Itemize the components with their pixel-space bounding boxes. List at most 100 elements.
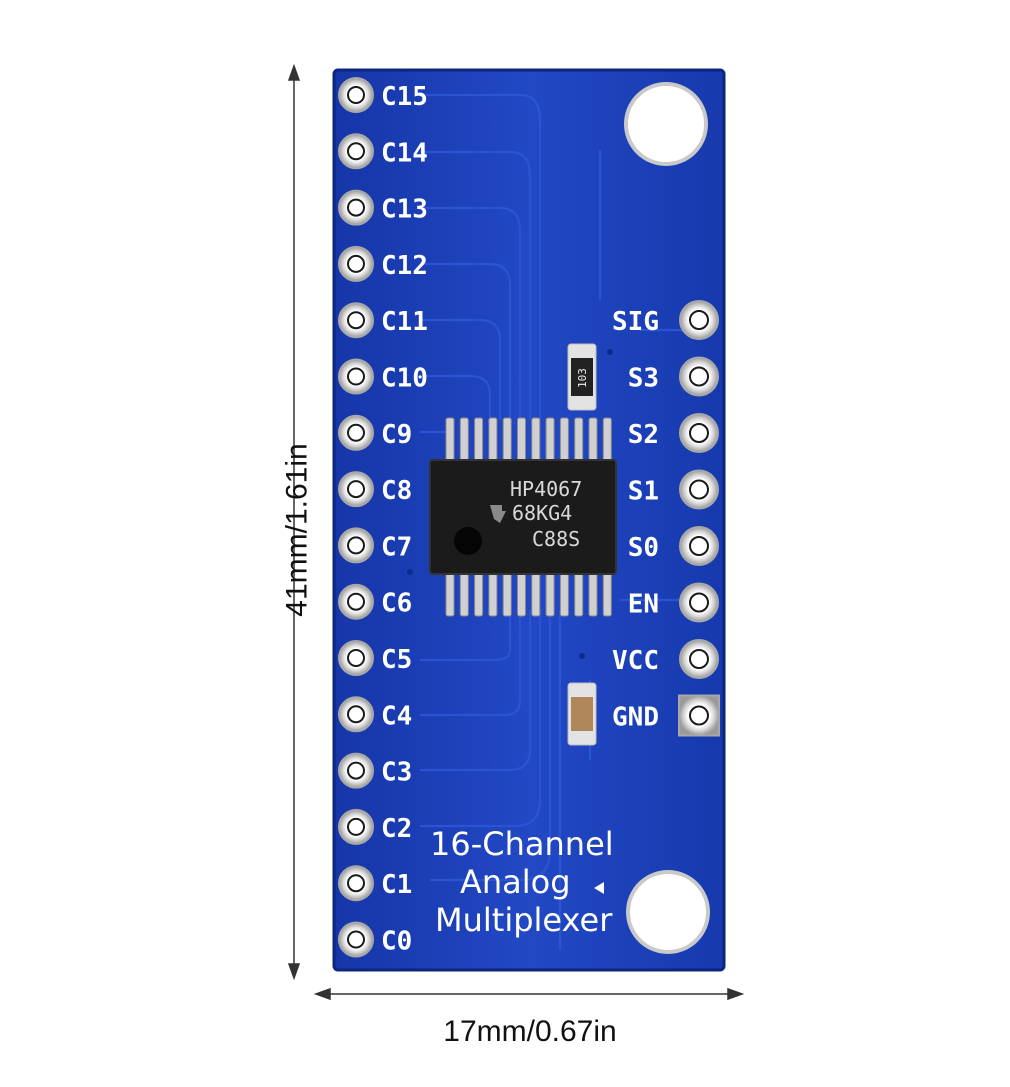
left-pin-c12: C12: [338, 245, 428, 282]
ic-pin-lead: [559, 417, 569, 463]
pin-hole: [689, 705, 709, 726]
pin-label: S0: [628, 533, 659, 563]
pin-label: C3: [381, 758, 412, 788]
ic-pin-lead: [502, 571, 512, 617]
pin-label: C8: [381, 476, 412, 506]
right-pin-s2: S2: [628, 413, 719, 453]
mounting-hole-top: [624, 82, 708, 166]
pin-hole: [347, 142, 365, 161]
pin-hole: [347, 930, 365, 949]
right-pin-gnd: GND: [612, 694, 720, 737]
ic-marking-line-3: C88S: [532, 527, 580, 551]
pin-hole: [689, 592, 709, 613]
ic-pin-lead: [488, 417, 498, 463]
right-pin-s3: S3: [628, 356, 719, 397]
ic-pin-lead: [488, 571, 498, 617]
height-dimension-label: 41mm/1.61in: [238, 420, 358, 640]
pcb-traces: [420, 93, 690, 950]
ic-pin-lead: [545, 571, 555, 617]
pin-label: C7: [381, 532, 412, 562]
ic-pin-lead: [459, 417, 469, 463]
pin-label: C11: [381, 307, 428, 337]
via-dot: [579, 653, 585, 659]
pin-hole: [689, 649, 709, 669]
left-pin-c8: C8: [338, 471, 412, 508]
pin-hole: [689, 366, 709, 387]
pin-hole: [347, 874, 365, 893]
pin-label: S1: [628, 477, 659, 507]
pin-label: GND: [612, 703, 659, 733]
right-pin-s0: S0: [628, 526, 719, 566]
pin-label: C14: [381, 138, 428, 168]
ic-marking-line-2: 68KG4: [512, 501, 572, 525]
left-pin-c7: C7: [338, 527, 412, 564]
left-pin-c9: C9: [338, 414, 412, 451]
left-pin-c13: C13: [338, 189, 428, 226]
pin-label: C10: [381, 364, 428, 394]
height-dimension-text: 41mm/1.61in: [281, 443, 314, 617]
left-pin-c15: C15: [338, 77, 428, 113]
pin-label: S2: [628, 420, 659, 450]
right-pin-sig: SIG: [612, 300, 719, 340]
ic-pin-lead: [459, 571, 469, 617]
resistor-marking: 103: [576, 368, 589, 388]
left-pin-c0: C0: [338, 921, 412, 958]
right-pin-s1: S1: [628, 469, 719, 510]
left-pin-c14: C14: [338, 133, 428, 170]
resistor-top: 103: [567, 343, 597, 411]
pin-label: C0: [381, 927, 412, 957]
ti-logo-icon: [490, 505, 506, 523]
pin-hole: [347, 311, 365, 330]
left-pin-c4: C4: [338, 696, 412, 733]
ic-pin-lead: [545, 417, 555, 463]
via-dot: [407, 569, 413, 575]
pin-label: C1: [381, 870, 412, 900]
ic-pin-lead: [531, 571, 541, 617]
left-pin-c11: C11: [338, 302, 428, 339]
pin-hole: [347, 367, 365, 386]
pin-label: VCC: [612, 646, 659, 676]
ic-pin-lead: [445, 417, 455, 463]
ic-pin-lead: [531, 417, 541, 463]
capacitor-bottom: [567, 682, 597, 746]
height-dimension-arrow: [287, 63, 301, 981]
ic-pin-lead: [474, 417, 484, 463]
pin-hole: [347, 86, 365, 104]
left-pin-c10: C10: [338, 358, 428, 395]
ic-pin-lead: [588, 417, 598, 463]
ic-pin1-dot: [454, 527, 482, 555]
pin-label: C4: [381, 701, 412, 731]
pin-hole: [347, 254, 365, 273]
width-dimension-arrow: [313, 987, 745, 1001]
pin-hole: [347, 592, 365, 611]
pin-label: EN: [628, 590, 659, 620]
ic-pin-lead: [602, 417, 612, 463]
board-title-line-2: Analog: [460, 863, 571, 901]
pin-marker-arrow: [594, 882, 604, 894]
pin-label: C15: [381, 82, 428, 112]
ic-marking-line-1: HP4067: [510, 477, 582, 501]
left-pin-c3: C3: [338, 752, 412, 789]
ic-pin-lead: [517, 417, 526, 463]
left-pin-c1: C1: [338, 865, 412, 902]
board-title-line-1: 16-Channel: [430, 825, 614, 863]
pin-hole: [347, 649, 365, 667]
right-pin-en: EN: [628, 582, 719, 623]
pin-label: SIG: [612, 307, 659, 337]
ic-pin-lead: [588, 571, 598, 617]
pin-hole: [347, 817, 365, 836]
pin-hole: [689, 479, 709, 500]
via-dot: [607, 349, 613, 355]
pin-label: C9: [381, 420, 412, 450]
ic-pin-lead: [474, 571, 484, 617]
ic-pins: [445, 417, 612, 617]
ic-pin-lead: [602, 571, 612, 617]
pin-hole: [347, 705, 365, 724]
pin-hole: [689, 536, 709, 556]
left-pin-c5: C5: [338, 640, 412, 676]
width-dimension-label: 17mm/0.67in: [443, 1015, 617, 1048]
right-pin-vcc: VCC: [612, 639, 719, 679]
